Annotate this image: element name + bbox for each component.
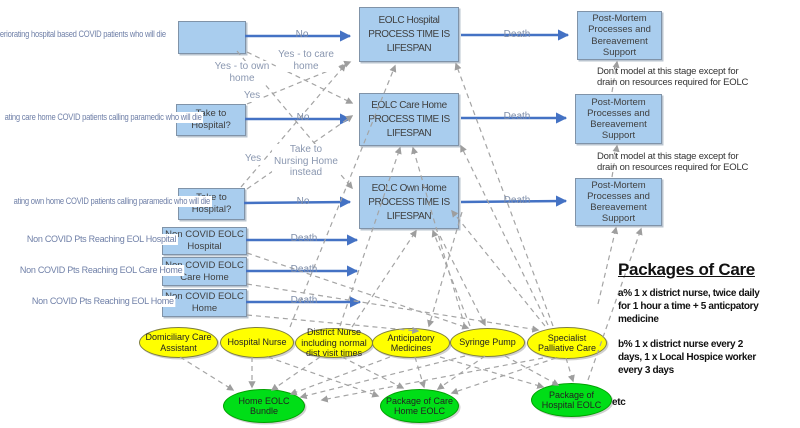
process-box-eolc-care-home[interactable]: EOLC Care Home PROCESS TIME IS LIFESPAN: [359, 93, 459, 146]
box-hospital-patients[interactable]: [178, 21, 246, 54]
process-box-eolc-hospital[interactable]: EOLC Hospital PROCESS TIME IS LIFESPAN: [359, 7, 459, 62]
resource-district-nurse[interactable]: District Nurse including normal dist vis…: [295, 327, 373, 358]
death-label-1: Death: [503, 29, 531, 40]
death-label-5: Death: [290, 264, 318, 275]
death-label-4: Death: [290, 233, 318, 244]
branch-label-yes-own-home: Yes: [242, 153, 264, 165]
resource-specialist-palliative-care[interactable]: Specialist Palliative Care: [527, 327, 607, 359]
packages-of-care-item-a: a% 1 x district nurse, twice daily for 1…: [618, 288, 760, 326]
process-box-eolc-own-home[interactable]: EOLC Own Home PROCESS TIME IS LIFESPAN: [359, 176, 459, 229]
resource-hospital-nurse[interactable]: Hospital Nurse: [220, 327, 294, 358]
packages-of-care-item-b: b% 1 x district nurse every 2 days, 1 x …: [618, 339, 756, 377]
branch-label-yes-care-home: Yes: [241, 90, 263, 102]
branch-label-nursing-home-instead: Take to Nursing Home instead: [272, 144, 340, 179]
package-of-care-home-eolc[interactable]: Package of Care Home EOLC: [380, 389, 459, 423]
outcome-box-post-mortem-2[interactable]: Post-Mortem Processes and Bereavement Su…: [575, 94, 662, 144]
resource-domiciliary-care-assistant[interactable]: Domiciliary Care Assistant: [139, 327, 218, 358]
label-non-covid-eol-hospital: Non COVID Pts Reaching EOL Hospital: [25, 234, 179, 245]
packages-of-care-etc: etc: [612, 397, 626, 408]
death-label-3: Death: [503, 195, 531, 206]
no-label-3: No: [296, 196, 310, 207]
label-care-home-patients: ating care home COVID patients calling p…: [3, 112, 204, 123]
branch-label-yes-to-care-home: Yes - to care home: [276, 49, 336, 72]
death-label-2: Death: [503, 111, 531, 122]
no-label-1: No: [295, 29, 309, 40]
packages-of-care-title: Packages of Care: [618, 260, 755, 279]
branch-label-yes-to-own-home: Yes - to own home: [212, 61, 272, 84]
label-deteriorating-hospital-patients: eteriorating hospital based COVID patien…: [0, 29, 166, 40]
label-non-covid-eol-care-home: Non COVID Pts Reaching EOL Care Home: [18, 265, 185, 276]
label-own-home-patients: ating own home COVID patients calling pa…: [12, 196, 212, 207]
outcome-box-post-mortem-1[interactable]: Post-Mortem Processes and Bereavement Su…: [577, 11, 662, 60]
resource-syringe-pump[interactable]: Syringe Pump: [450, 328, 525, 357]
note-dont-model-1: Don't model at this stage except for dra…: [597, 66, 749, 89]
label-non-covid-eol-home: Non COVID Pts Reaching EOL Home: [30, 296, 176, 307]
box-take-to-hospital-care-home[interactable]: Take to Hospital?: [176, 104, 246, 136]
note-dont-model-2: Don't model at this stage except for dra…: [597, 151, 749, 174]
death-label-6: Death: [290, 295, 318, 306]
package-of-hospital-eolc[interactable]: Package of Hospital EOLC: [531, 383, 612, 417]
no-label-2: No: [296, 112, 310, 123]
package-home-eolc-bundle[interactable]: Home EOLC Bundle: [223, 389, 305, 423]
outcome-box-post-mortem-3[interactable]: Post-Mortem Processes and Bereavement Su…: [575, 178, 662, 226]
resource-anticipatory-medicines[interactable]: Anticipatory Medicines: [372, 328, 450, 358]
